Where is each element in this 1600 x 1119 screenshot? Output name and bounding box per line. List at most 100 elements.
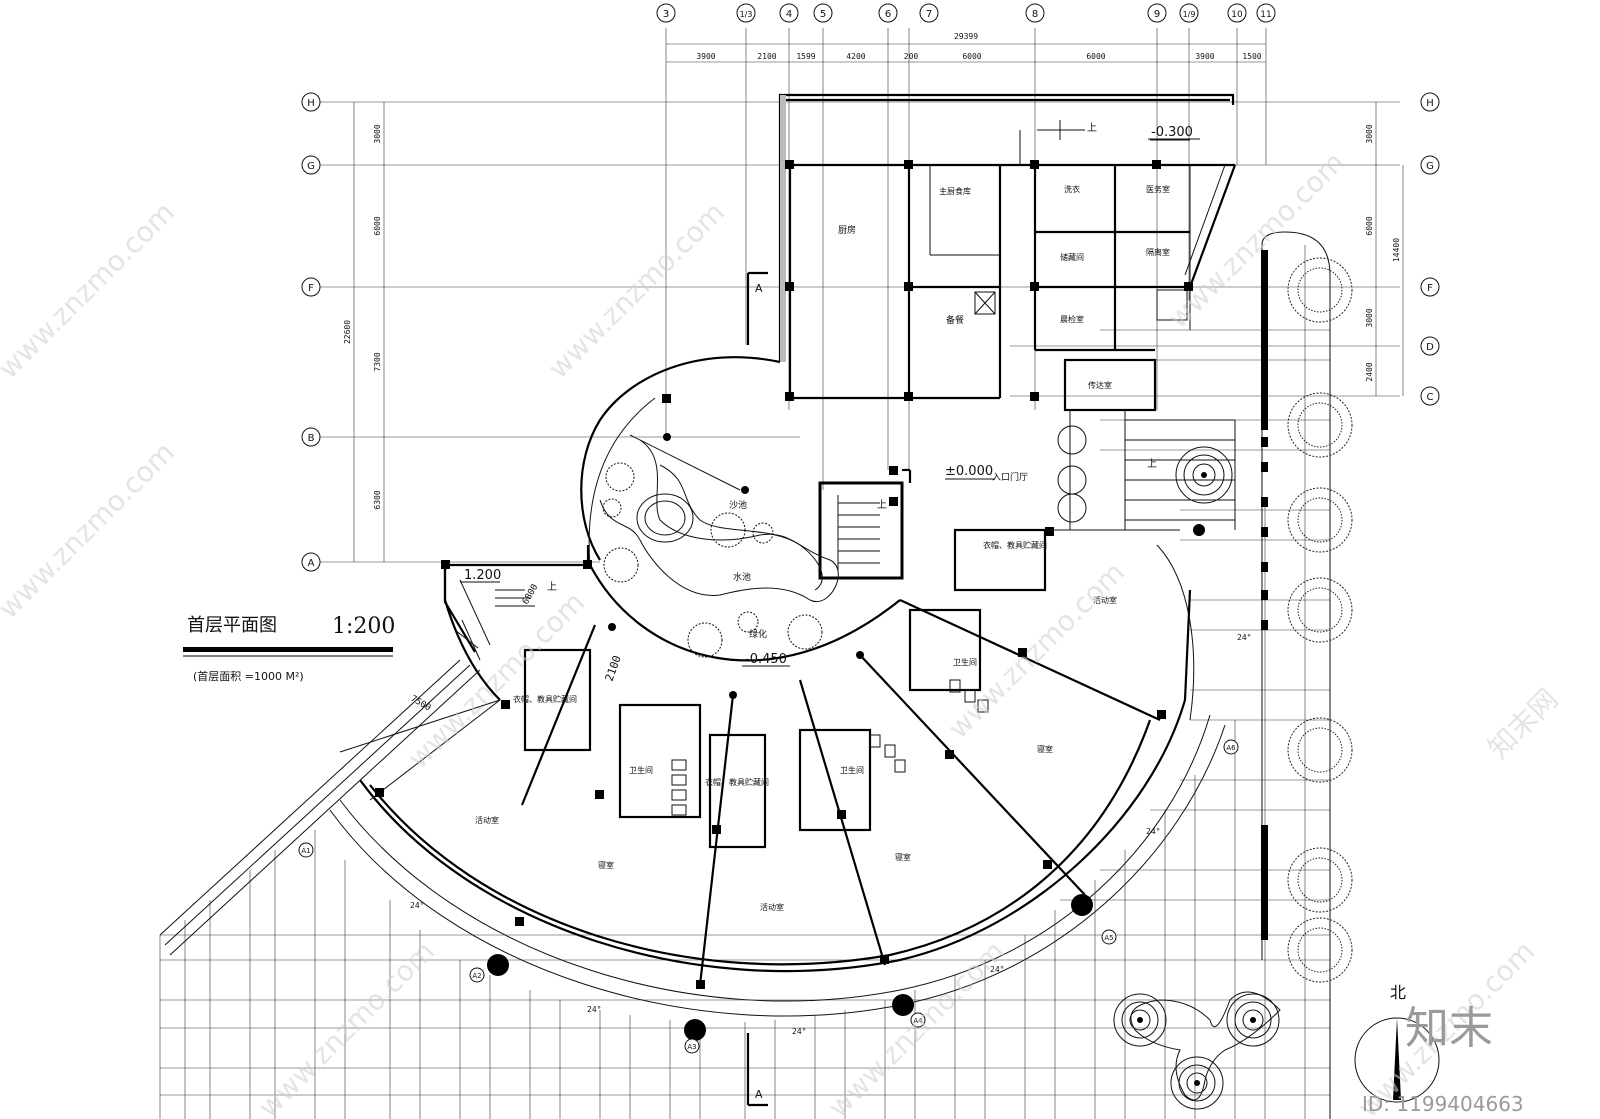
up-label-1: 上 [1087,122,1097,134]
up-label-2: 上 [1147,458,1157,470]
room-closet-s: 衣帽、教具贮藏间 [705,777,769,787]
room-bedroom-sw: 寝室 [598,860,614,870]
shrub-icon [603,547,639,583]
shrub-icon [710,512,746,548]
dim-right-4: 2400 [1365,362,1374,381]
flower-icon [1226,993,1280,1047]
east-fence-bars [1261,250,1268,940]
radial-axis-A1: A1 [301,847,310,855]
tree-icon [1287,917,1353,983]
axis-label-5: 5 [820,9,826,20]
angle-label-1: 24° [410,901,424,910]
axis-label-H-right: H [1426,98,1434,109]
angle-label-5: 24° [1146,827,1160,836]
west-stair [454,579,535,661]
tree-icon [1287,487,1353,553]
shrub-icon [787,614,823,650]
flower-beds [1113,446,1281,1110]
room-storage: 储藏间 [1060,252,1084,262]
axis-label-7: 7 [926,9,932,20]
dim-total-left: 22600 [343,320,352,344]
level-outside: -0.300 [1151,125,1193,140]
axis-label-8: 8 [1032,9,1038,20]
radial-axis-A6: A6 [1226,744,1236,752]
angle-label-6: 24° [1237,633,1251,642]
tree-icon [1287,847,1353,913]
axis-label-D-right: D [1426,342,1434,353]
shrub-icon [752,522,774,544]
radial-axis-A4: A4 [913,1017,923,1025]
level-stair-landing: 1.200 [464,568,501,583]
room-activity-ne: 活动室 [1093,595,1117,605]
room-bedroom-e: 寝室 [1037,744,1053,754]
dim-top-3: 1599 [796,52,815,61]
dim-2100: 2100 [603,654,624,683]
room-pool: 水池 [733,571,751,583]
dim-top-7: 6000 [1086,52,1105,61]
room-kitchen: 厨房 [838,224,856,236]
room-isolation: 隔离室 [1146,247,1170,257]
room-closet-ne: 衣帽、教具贮藏间 [983,540,1047,550]
room-prep: 备餐 [946,314,964,326]
angle-label-3: 24° [792,1027,806,1036]
curved-wing [159,356,1226,1017]
level-entrance: ±0.000 [945,464,993,479]
watermark-text-10: 知末网 [1482,682,1565,765]
radial-axis-bubbles: A1 A2 A3 A4 A5 A6 [298,739,1239,1054]
tree-icon [1287,257,1353,323]
section-marks: A A [746,271,768,1107]
room-sandpit: 沙池 [729,499,747,511]
shrub-icon [687,622,723,658]
shrub-icon [605,462,635,492]
axis-label-6: 6 [885,9,891,20]
axis-label-F-left: F [308,283,314,294]
room-laundry: 洗衣 [1064,184,1080,194]
axis-label-F-right: F [1427,283,1433,294]
axis-label-11: 11 [1260,10,1271,20]
axis-label-3: 3 [663,9,669,20]
watermark-text-4: www.znzmo.com [402,586,591,775]
shrub-icon [737,611,759,633]
tree-icon [1287,392,1353,458]
dim-top-5: 200 [904,52,919,61]
axis-label-B-left: B [308,433,315,444]
room-staff-kitchen: 主厨食库 [939,186,971,196]
up-label-4: 上 [877,499,887,511]
section-label-bottom: A [755,1088,763,1101]
axis-label-4: 4 [786,9,792,20]
dim-left-2: 6000 [373,216,382,235]
room-reception: 传达室 [1088,380,1112,390]
axis-label-9: 9 [1154,9,1160,20]
room-labels: 厨房 主厨食库 备餐 洗衣 医务室 储藏间 隔离室 晨检室 传达室 入口门厅 沙… [475,184,1170,912]
axis-label-1-3: 1/3 [740,10,753,19]
dim-left-3: 7300 [373,352,382,371]
top-axis-bubbles: 3 1/3 4 5 6 7 8 9 1/9 10 11 [656,3,1276,23]
dim-top-6: 6000 [962,52,981,61]
watermark-id: ID: 1199404663 [1362,1092,1524,1116]
angle-label-4: 24° [990,965,1004,974]
north-arrow-icon: 北 [1354,983,1440,1103]
axis-label-H-left: H [307,98,315,109]
dim-top-9: 1500 [1242,52,1261,61]
drawing-scale: 1:200 [332,614,395,639]
axis-label-G-right: G [1426,161,1434,172]
north-block [778,93,1237,412]
dim-total-right: 14400 [1392,238,1401,262]
radial-axis-A5: A5 [1104,934,1113,942]
watermark-text-8: www.znzmo.com [822,935,1011,1119]
radial-axis-A2: A2 [472,972,481,980]
flower-icon [1170,1056,1224,1110]
tree-icon [1287,577,1353,643]
left-axis: H G F B A 22600 3000 6000 7300 6300 [301,92,385,572]
north-block-columns [662,160,1193,536]
drawing-title: 首层平面图 [187,615,277,636]
dim-right-1: 3000 [1365,124,1374,143]
room-morning-check: 晨检室 [1060,314,1084,324]
room-bedroom-se: 寝室 [895,852,911,862]
dim-left-1: 3000 [373,124,382,143]
watermark-text-1: www.znzmo.com [0,196,181,385]
toilet-fixtures [671,679,989,816]
axis-label-10: 10 [1231,10,1243,20]
watermark-text-2: www.znzmo.com [542,196,731,385]
